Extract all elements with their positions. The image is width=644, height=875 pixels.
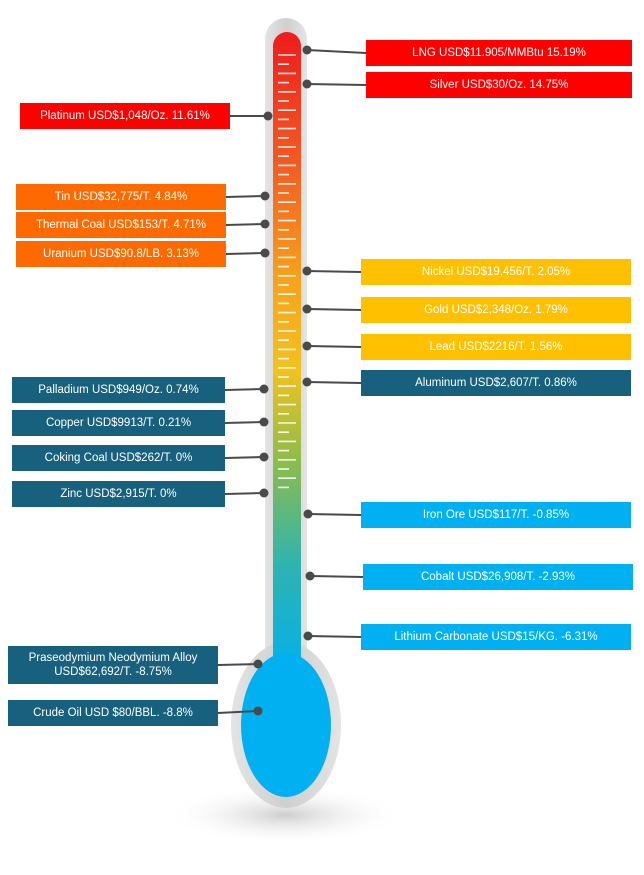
- label-text: Copper USD$9913/T. 0.21%: [45, 416, 192, 429]
- label-palladium: Palladium USD$949/Oz. 0.74%: [12, 377, 225, 403]
- label-thermal-coal: Thermal Coal USD$153/T. 4.71%: [16, 212, 226, 238]
- connector-dot-palladium: [259, 384, 269, 394]
- connector-line-lithium-carbonate: [307, 635, 362, 638]
- connector-line-thermal-coal: [225, 223, 266, 226]
- connector-line-lng: [306, 49, 367, 54]
- connector-dot-aluminum: [302, 377, 312, 387]
- connector-dot-uranium: [260, 248, 270, 258]
- label-crude-oil: Crude Oil USD $80/BBL. -8.8%: [8, 700, 218, 726]
- connector-line-aluminum: [306, 381, 362, 384]
- label-praseodymium-neodymium-alloy: Praseodymium Neodymium Alloy USD$62,692/…: [8, 646, 218, 684]
- connector-dot-thermal-coal: [260, 219, 270, 229]
- thermometer-tube: [273, 32, 301, 682]
- label-text: Nickel USD$19,456/T. 2.05%: [421, 265, 571, 278]
- connector-dot-coking-coal: [259, 452, 269, 462]
- label-lng: LNG USD$11.905/MMBtu 15.19%: [366, 40, 632, 66]
- connector-line-lead: [306, 345, 362, 348]
- label-text: Silver USD$30/Oz. 14.75%: [429, 78, 569, 91]
- connector-line-cobalt: [309, 575, 364, 578]
- connector-line-silver: [306, 83, 367, 86]
- connector-line-crude-oil: [217, 710, 259, 714]
- connector-dot-gold: [302, 304, 312, 314]
- label-nickel: Nickel USD$19,456/T. 2.05%: [361, 259, 631, 285]
- connector-dot-praseodymium-neodymium-alloy: [253, 659, 263, 669]
- label-text: Tin USD$32,775/T. 4.84%: [54, 190, 188, 203]
- label-text: Platinum USD$1,048/Oz. 11.61%: [40, 109, 210, 122]
- label-text: Aluminum USD$2,607/T. 0.86%: [415, 376, 577, 389]
- connector-line-zinc: [224, 492, 265, 495]
- connector-dot-copper: [259, 417, 269, 427]
- connector-dot-silver: [302, 79, 312, 89]
- label-text: Gold USD$2,348/Oz. 1.79%: [424, 303, 568, 316]
- label-text: Crude Oil USD $80/BBL. -8.8%: [33, 706, 193, 719]
- label-coking-coal: Coking Coal USD$262/T. 0%: [12, 445, 225, 471]
- label-platinum: Platinum USD$1,048/Oz. 11.61%: [20, 103, 230, 129]
- connector-line-praseodymium-neodymium-alloy: [217, 663, 259, 666]
- connector-line-nickel: [306, 270, 362, 273]
- connector-dot-cobalt: [305, 571, 315, 581]
- label-text: Uranium USD$90.8/LB. 3.13%: [43, 247, 199, 260]
- label-uranium: Uranium USD$90.8/LB. 3.13%: [16, 241, 226, 267]
- label-lead: Lead USD$2216/T. 1.56%: [361, 334, 631, 360]
- connector-line-coking-coal: [224, 456, 265, 459]
- label-tin: Tin USD$32,775/T. 4.84%: [16, 184, 226, 210]
- connector-dot-iron-ore: [303, 509, 313, 519]
- tick-marks: [278, 54, 296, 489]
- label-text: Lithium Carbonate USD$15/KG. -6.31%: [394, 630, 598, 643]
- connector-line-palladium: [224, 388, 265, 391]
- connector-lines: [217, 45, 367, 716]
- label-text: LNG USD$11.905/MMBtu 15.19%: [412, 46, 586, 59]
- label-copper: Copper USD$9913/T. 0.21%: [12, 410, 225, 436]
- thermometer-shadow: [165, 785, 405, 845]
- thermometer-bulb: [241, 653, 331, 797]
- connector-line-gold: [306, 308, 362, 311]
- connector-dot-nickel: [302, 266, 312, 276]
- label-gold: Gold USD$2,348/Oz. 1.79%: [361, 297, 631, 323]
- connector-dot-crude-oil: [253, 706, 263, 716]
- label-text: Zinc USD$2,915/T. 0%: [60, 487, 177, 500]
- label-text: Iron Ore USD$117/T. -0.85%: [422, 508, 570, 521]
- label-text: Praseodymium Neodymium Alloy USD$62,692/…: [28, 651, 198, 678]
- connector-dot-lng: [302, 45, 312, 55]
- label-aluminum: Aluminum USD$2,607/T. 0.86%: [361, 370, 631, 396]
- connector-dot-lithium-carbonate: [303, 631, 313, 641]
- label-text: Cobalt USD$26,908/T. -2.93%: [420, 570, 576, 583]
- label-silver: Silver USD$30/Oz. 14.75%: [366, 72, 632, 98]
- label-text: Lead USD$2216/T. 1.56%: [429, 340, 563, 353]
- connector-line-uranium: [225, 252, 266, 255]
- connector-dot-lead: [302, 341, 312, 351]
- connector-line-iron-ore: [307, 513, 362, 516]
- connector-dot-tin: [260, 191, 270, 201]
- connector-dot-platinum: [263, 111, 273, 121]
- label-text: Coking Coal USD$262/T. 0%: [44, 451, 193, 464]
- label-lithium-carbonate: Lithium Carbonate USD$15/KG. -6.31%: [361, 624, 631, 650]
- label-iron-ore: Iron Ore USD$117/T. -0.85%: [361, 502, 631, 528]
- label-text: Palladium USD$949/Oz. 0.74%: [38, 383, 199, 396]
- connector-line-copper: [224, 421, 265, 424]
- label-text: Thermal Coal USD$153/T. 4.71%: [35, 218, 207, 231]
- label-zinc: Zinc USD$2,915/T. 0%: [12, 481, 225, 507]
- label-cobalt: Cobalt USD$26,908/T. -2.93%: [363, 564, 633, 590]
- connector-dot-zinc: [259, 488, 269, 498]
- connector-line-tin: [225, 195, 266, 198]
